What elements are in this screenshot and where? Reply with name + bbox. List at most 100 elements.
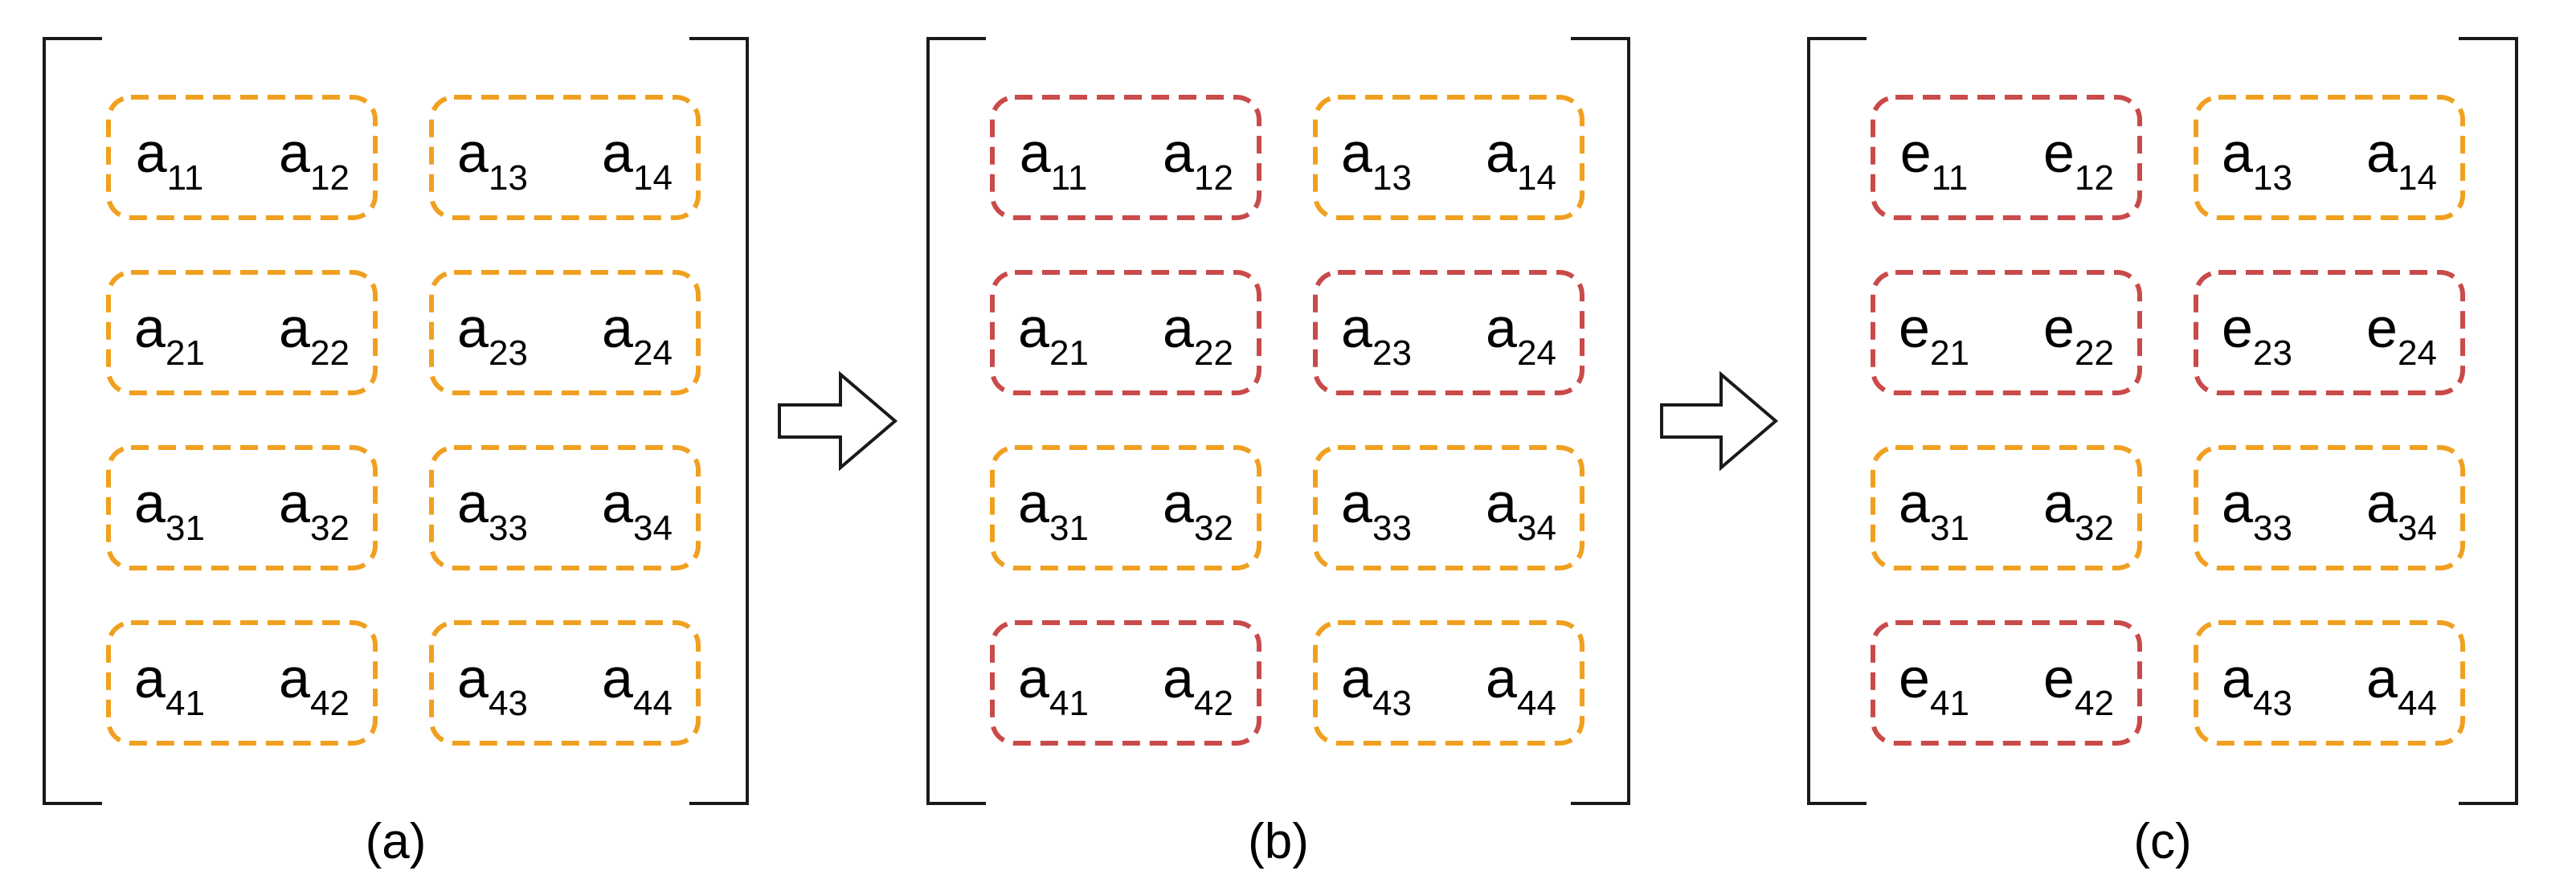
- element-base: a: [279, 647, 310, 709]
- element-subscript: 22: [1194, 333, 1233, 373]
- element-subscript: 21: [166, 333, 205, 373]
- element-base: e: [2222, 296, 2253, 359]
- element-subscript: 41: [1049, 684, 1089, 723]
- panel-caption: (b): [1248, 814, 1309, 869]
- matrix-element: a21: [1018, 296, 1089, 373]
- matrix-element: a44: [2366, 647, 2437, 723]
- element-subscript: 21: [1930, 333, 1969, 373]
- left-bracket: [43, 37, 102, 805]
- block-outline: [990, 270, 1261, 395]
- element-subscript: 24: [633, 333, 673, 373]
- element-subscript: 22: [310, 333, 350, 373]
- matrix-element: e22: [2043, 296, 2114, 373]
- element-subscript: 21: [1049, 333, 1089, 373]
- left-bracket: [926, 37, 986, 805]
- matrix-element: a13: [2222, 121, 2292, 198]
- element-subscript: 33: [1372, 509, 1412, 548]
- block-outline: [1313, 620, 1584, 746]
- block-outline: [1313, 95, 1584, 220]
- element-base: a: [1341, 647, 1372, 709]
- matrix-element: a32: [279, 472, 350, 548]
- matrix-element: a14: [602, 121, 673, 198]
- block-outline: [1313, 445, 1584, 570]
- block-outline: [1871, 620, 2142, 746]
- matrix-element: a12: [279, 121, 350, 198]
- element-base: a: [457, 121, 489, 184]
- matrix-element: a33: [457, 472, 528, 548]
- element-subscript: 22: [2075, 333, 2114, 373]
- element-subscript: 42: [2075, 684, 2114, 723]
- matrix-element: a44: [602, 647, 673, 723]
- block-outline: [990, 95, 1261, 220]
- element-base: a: [1341, 472, 1372, 534]
- matrix-element: a43: [1341, 647, 1412, 723]
- element-base: a: [2222, 121, 2253, 184]
- matrix-element: a23: [457, 296, 528, 373]
- matrix-element: a31: [1018, 472, 1089, 548]
- element-subscript: 34: [633, 509, 673, 548]
- element-subscript: 11: [1932, 158, 1969, 198]
- element-subscript: 24: [1517, 333, 1556, 373]
- element-base: a: [1486, 296, 1517, 359]
- element-base: a: [1163, 647, 1194, 709]
- element-subscript: 23: [2253, 333, 2292, 373]
- matrix-element: a22: [279, 296, 350, 373]
- element-subscript: 31: [166, 509, 205, 548]
- matrix-element: e11: [1900, 121, 1969, 198]
- block-outline: [429, 620, 701, 746]
- element-base: a: [1163, 296, 1194, 359]
- element-subscript: 23: [489, 333, 528, 373]
- element-subscript: 33: [489, 509, 528, 548]
- element-base: e: [2043, 296, 2075, 359]
- element-base: a: [602, 647, 633, 709]
- element-base: a: [1486, 472, 1517, 534]
- element-base: a: [279, 472, 310, 534]
- element-base: e: [1900, 121, 1932, 184]
- matrix-element: a44: [1486, 647, 1556, 723]
- matrix-element: a41: [134, 647, 205, 723]
- element-base: a: [1018, 647, 1049, 709]
- matrix-element: a42: [1163, 647, 1233, 723]
- element-subscript: 43: [1372, 684, 1412, 723]
- element-subscript: 34: [2398, 509, 2437, 548]
- element-subscript: 34: [1517, 509, 1556, 548]
- matrix-element: a31: [134, 472, 205, 548]
- element-base: e: [2043, 647, 2075, 709]
- matrix-element: a14: [1486, 121, 1556, 198]
- matrix-element: a11: [136, 121, 204, 198]
- left-bracket: [1807, 37, 1867, 805]
- element-subscript: 13: [489, 158, 528, 198]
- element-base: a: [2366, 472, 2398, 534]
- matrix-element: a41: [1018, 647, 1089, 723]
- element-base: a: [279, 121, 310, 184]
- element-base: a: [1486, 647, 1517, 709]
- matrix-element: a33: [1341, 472, 1412, 548]
- block-outline: [2194, 270, 2465, 395]
- element-subscript: 14: [1517, 158, 1556, 198]
- matrix-element: e41: [1899, 647, 1969, 723]
- block-outline: [2194, 445, 2465, 570]
- element-base: a: [1018, 472, 1049, 534]
- element-subscript: 43: [489, 684, 528, 723]
- element-subscript: 31: [1049, 509, 1089, 548]
- element-subscript: 42: [1194, 684, 1233, 723]
- element-base: e: [2366, 296, 2398, 359]
- arrows-layer: [778, 370, 1779, 472]
- matrix-element: a11: [1020, 121, 1088, 198]
- matrix-element: e24: [2366, 296, 2437, 373]
- element-base: a: [134, 647, 166, 709]
- right-bracket: [1571, 37, 1630, 805]
- matrix-element: a43: [2222, 647, 2292, 723]
- element-subscript: 41: [166, 684, 205, 723]
- block-outline: [1313, 270, 1584, 395]
- matrix-element: a32: [2043, 472, 2114, 548]
- element-base: a: [134, 472, 166, 534]
- block-outline: [429, 95, 701, 220]
- element-subscript: 31: [1930, 509, 1969, 548]
- element-subscript: 24: [2398, 333, 2437, 373]
- element-subscript: 44: [1517, 684, 1556, 723]
- matrix-element: e21: [1899, 296, 1969, 373]
